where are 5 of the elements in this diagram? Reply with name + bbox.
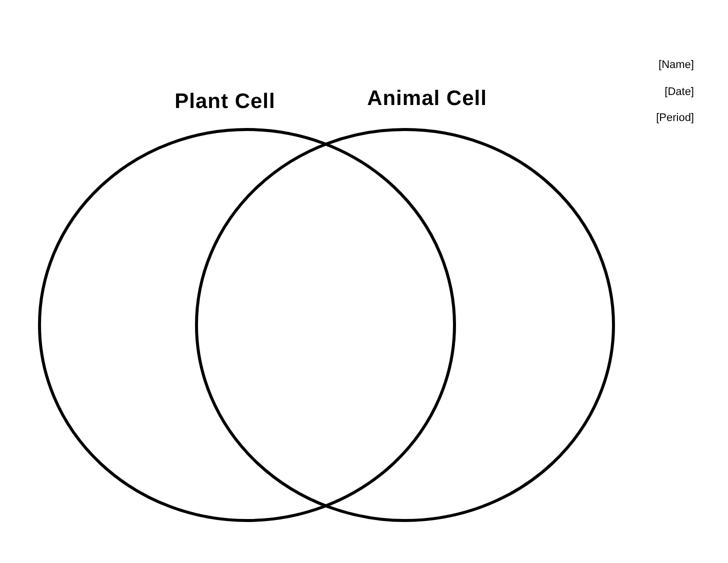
- circle-title: Plant Cell: [174, 90, 276, 114]
- circle-title: Animal Cell: [367, 87, 487, 111]
- fill-in-label: [Date]: [664, 86, 694, 98]
- fill-in-label: [Period]: [656, 112, 694, 124]
- fill-in-label: [Name]: [658, 59, 694, 71]
